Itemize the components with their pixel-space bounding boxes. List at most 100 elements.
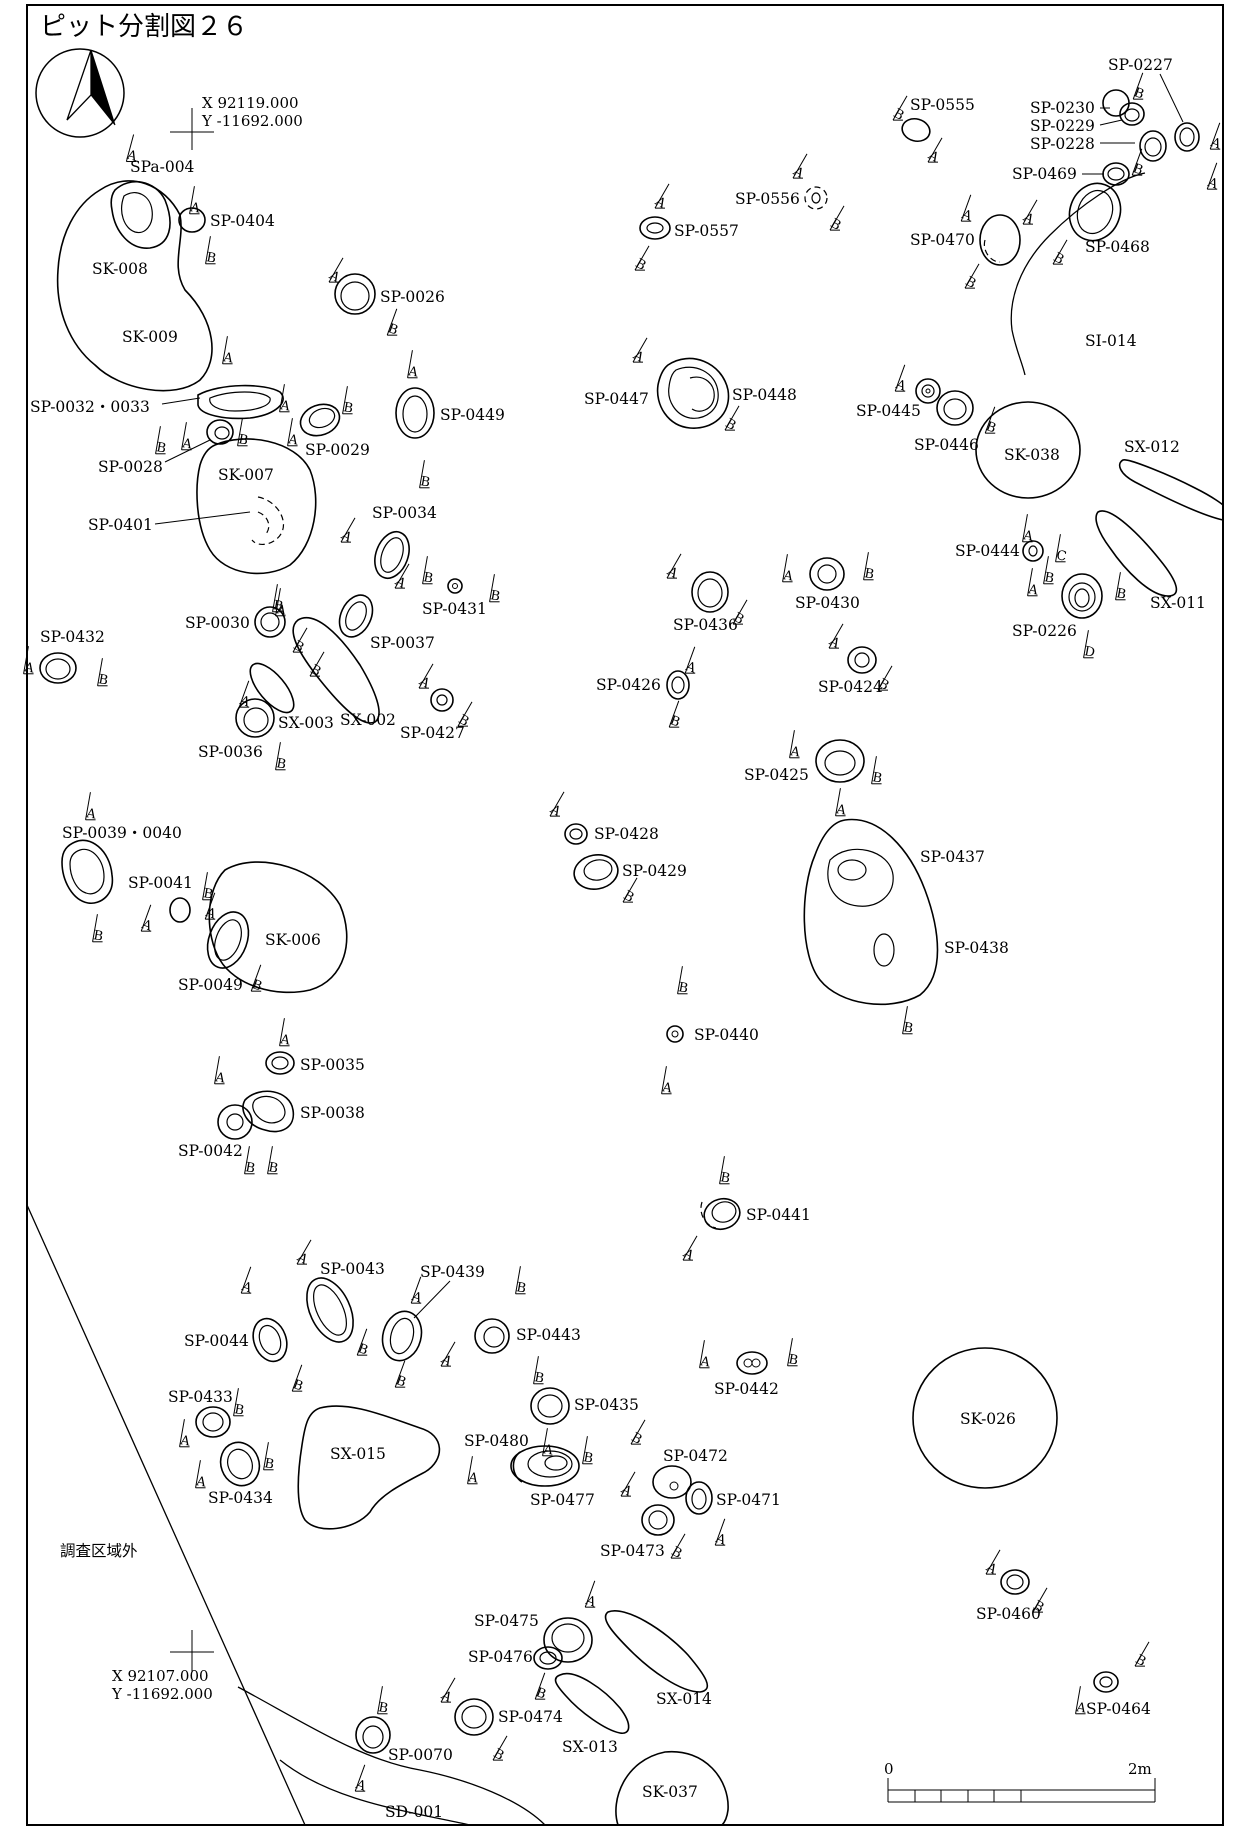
section-letter: B: [202, 886, 214, 902]
survey-boundary: [26, 1204, 306, 1826]
section-letter: A: [286, 432, 299, 449]
section-mark-a-50: A: [959, 194, 974, 225]
label-sp-0431: SP-0431: [422, 600, 487, 618]
section-mark-a-56: A: [1021, 514, 1035, 545]
section-mark-a-42: A: [1205, 162, 1220, 193]
feature-sp-0469: [1102, 162, 1130, 186]
section-mark-b-97: B: [582, 1436, 594, 1467]
label-sp-0401: SP-0401: [88, 516, 153, 534]
feature-sp-0428: [564, 823, 588, 845]
feature-sp-0429: [573, 854, 619, 890]
section-mark-a-84: A: [409, 1276, 424, 1307]
feature-sk-037: [615, 1750, 729, 1826]
feature-sp-0230-0229: [1102, 89, 1145, 126]
feature-sp-0449: [395, 387, 435, 439]
section-letter: B: [669, 1544, 685, 1562]
section-mark-b-83: B: [291, 1364, 305, 1395]
section-mark-a-0: A: [124, 134, 139, 165]
section-letter: B: [419, 474, 431, 490]
section-mark-b-67: B: [668, 700, 682, 731]
section-mark-b-63: B: [863, 552, 875, 583]
section-mark-b-92: B: [233, 1388, 245, 1419]
section-mark-b-105: B: [1133, 1641, 1150, 1670]
feature-sp-0427: [430, 688, 454, 712]
section-mark-b-87: B: [515, 1266, 527, 1297]
label-sp-0032-0033: SP-0032・0033: [30, 398, 150, 416]
feature-sp-0442: [736, 1351, 768, 1375]
section-mark-a-26: A: [416, 663, 434, 692]
section-letter: A: [278, 1032, 291, 1049]
section-mark-a-7: A: [221, 336, 235, 367]
feature-sp-0038: [242, 1090, 295, 1133]
section-letter: B: [394, 1373, 408, 1390]
feature-sk-007: [196, 438, 317, 575]
section-letter: B: [1051, 250, 1067, 268]
section-mark-a-35: A: [213, 1056, 227, 1087]
section-mark-b-49: B: [1051, 239, 1068, 268]
section-mark-a-68: A: [826, 623, 844, 652]
section-mark-a-5: A: [406, 350, 420, 381]
section-mark-b-31: B: [202, 872, 214, 903]
section-mark-a-88: A: [698, 1340, 712, 1371]
label-sp-0448: SP-0448: [732, 386, 797, 404]
section-letter: B: [871, 770, 883, 786]
section-letter: A: [1020, 210, 1037, 228]
coord-top-x: X 92119.000: [202, 94, 299, 112]
label-sk-008: SK-008: [92, 260, 148, 278]
scale-end-label: 2m: [1128, 1760, 1152, 1778]
section-letter: A: [180, 436, 193, 453]
section-mark-a-101: A: [713, 1518, 728, 1549]
feature-sp-0034: [374, 530, 410, 580]
label-sp-0425: SP-0425: [744, 766, 809, 784]
section-letter: A: [660, 1080, 673, 1097]
label-sk-026: SK-026: [960, 1410, 1016, 1428]
section-letter: A: [925, 148, 942, 166]
section-mark-b-110: B: [377, 1686, 389, 1717]
feature-sp-0037: [338, 594, 374, 638]
section-mark-b-71: B: [871, 756, 883, 787]
section-letter: B: [308, 662, 324, 680]
section-letter: A: [188, 200, 201, 217]
section-letter: B: [677, 980, 689, 996]
label-sp-0464: SP-0464: [1086, 1700, 1151, 1718]
feature-sx-015: [297, 1405, 441, 1530]
label-sp-0471: SP-0471: [716, 1491, 781, 1509]
label-sp-0473: SP-0473: [600, 1542, 665, 1560]
feature-sp-0043: [306, 1277, 354, 1343]
section-letter: B: [97, 672, 109, 688]
label-sp-0439: SP-0439: [420, 1263, 485, 1281]
section-letter: A: [1021, 528, 1034, 545]
section-mark-a-1: A: [188, 186, 202, 217]
label-sp-0446: SP-0446: [914, 436, 979, 454]
label-sp-0034: SP-0034: [372, 504, 437, 522]
section-letter: A: [278, 398, 291, 415]
section-letter: A: [406, 364, 419, 381]
section-letter: A: [959, 207, 974, 225]
section-letter: A: [221, 350, 234, 367]
section-mark-a-93: A: [194, 1460, 208, 1491]
section-mark-a-15: A: [392, 563, 410, 592]
label-sp-0427: SP-0427: [400, 724, 465, 742]
label-sp-0428: SP-0428: [594, 825, 659, 843]
map-title: ピット分割図２６: [40, 12, 248, 42]
section-mark-a-96: A: [541, 1428, 555, 1459]
section-letter: B: [828, 216, 844, 234]
section-mark-b-94: B: [263, 1442, 275, 1473]
section-mark-a-91: A: [178, 1419, 192, 1450]
section-mark-d-61: D: [1083, 630, 1096, 661]
section-letter: A: [652, 194, 669, 212]
section-letter: B: [92, 928, 104, 944]
label-sp-0438: SP-0438: [944, 939, 1009, 957]
section-mark-a-3: A: [326, 257, 344, 286]
label-sp-0042: SP-0042: [178, 1142, 243, 1160]
feature-sp-0433: [195, 1406, 231, 1438]
section-mark-b-33: B: [250, 964, 264, 995]
label-sp-0468: SP-0468: [1085, 238, 1150, 256]
section-letter: A: [1026, 582, 1039, 599]
section-mark-b-46: B: [633, 245, 650, 274]
section-letter: A: [583, 1593, 598, 1611]
section-letter: B: [489, 588, 501, 604]
label-sp-0442: SP-0442: [714, 1380, 779, 1398]
label-sp-0228: SP-0228: [1030, 135, 1095, 153]
label-sp-0230: SP-0230: [1030, 99, 1095, 117]
